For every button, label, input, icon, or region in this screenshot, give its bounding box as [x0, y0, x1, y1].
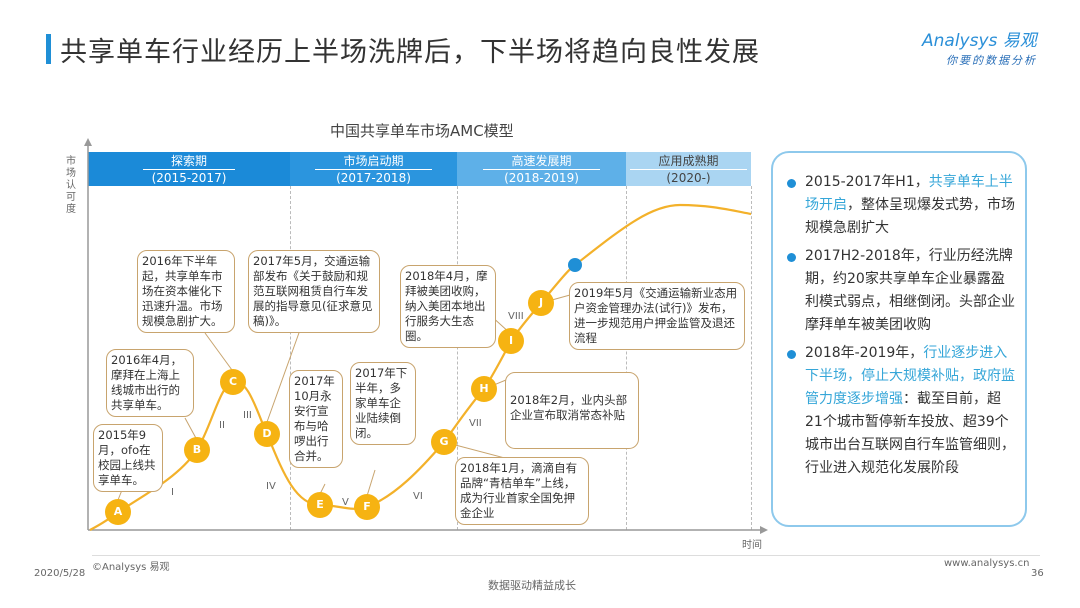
current-position-marker: [568, 258, 582, 272]
phase-divider: [290, 186, 291, 530]
stage-label: III: [243, 410, 252, 421]
stage-label: V: [342, 497, 349, 508]
summary-item: 2015-2017年H1，共享单车上半场开启，整体呈现爆发式势，市场规模急剧扩大: [785, 171, 1015, 240]
stage-label: II: [219, 420, 225, 431]
x-axis-label: 时间: [742, 540, 762, 551]
stage-label: VII: [469, 418, 482, 429]
event-callout-b: 2016年4月，摩拜在上海上线城市出行的共享单车。: [106, 349, 194, 417]
footer-divider: [92, 555, 1040, 556]
chart-title: 中国共享单车市场AMC模型: [330, 122, 514, 140]
node-c: C: [220, 369, 246, 395]
phase-growth: 高速发展期(2018-2019): [457, 152, 626, 186]
phase-divider: [751, 186, 752, 530]
stage-label: IV: [266, 481, 276, 492]
footer-slogan: 数据驱动精益成长: [488, 579, 576, 592]
analysys-logo: Analysys 易观: [922, 31, 1037, 51]
page-number: 36: [1031, 568, 1044, 579]
node-e: E: [307, 492, 333, 518]
x-axis-arrow: [760, 526, 768, 534]
event-callout-d: 2017年5月，交通运输部发布《关于鼓励和规范互联网租赁自行车发展的指导意见(征…: [248, 250, 380, 333]
bullet-icon: [787, 350, 796, 359]
footer-copyright: ©Analysys 易观: [92, 562, 170, 573]
phase-explore: 探索期(2015-2017): [88, 152, 290, 186]
stage-label: VI: [413, 491, 423, 502]
stage-label: I: [171, 487, 174, 498]
phase-divider: [457, 186, 458, 530]
phase-divider: [626, 186, 627, 530]
node-d: D: [254, 421, 280, 447]
event-callout-a: 2015年9月，ofo在校园上线共享单车。: [93, 424, 163, 492]
title-accent-bar: [46, 34, 51, 64]
node-i: I: [498, 328, 524, 354]
node-j: J: [528, 290, 554, 316]
footer-website[interactable]: www.analysys.cn: [944, 558, 1030, 569]
phase-launch: 市场启动期(2017-2018): [290, 152, 457, 186]
bullet-icon: [787, 253, 796, 262]
node-h: H: [471, 376, 497, 402]
bullet-icon: [787, 179, 796, 188]
event-callout-g: 2018年1月，滴滴自有品牌“青桔单车”上线，成为行业首家全国免押金企业: [455, 457, 589, 525]
summary-item: 2017H2-2018年，行业历经洗牌期，约20家共享单车企业暴露盈利模式弱点，…: [785, 245, 1015, 337]
phase-mature: 应用成熟期(2020-): [626, 152, 751, 186]
event-callout-i: 2018年4月，摩拜被美团收购，纳入美团本地出行服务大生态圈。: [400, 265, 496, 348]
node-a: A: [105, 499, 131, 525]
node-b: B: [184, 437, 210, 463]
event-callout-c: 2016年下半年起，共享单车市场在资本催化下迅速升温。市场规模急剧扩大。: [137, 250, 235, 333]
y-axis-label: 市场认可度: [66, 156, 76, 215]
node-g: G: [431, 429, 457, 455]
footer-date: 2020/5/28: [34, 568, 86, 579]
y-axis-arrow: [84, 138, 92, 146]
node-f: F: [354, 494, 380, 520]
event-callout-f: 2017年下半年，多家单车企业陆续倒闭。: [350, 362, 416, 445]
event-callout-e: 2017年10月永安行宣布与哈啰出行合并。: [289, 370, 343, 468]
stage-label: VIII: [508, 311, 524, 322]
summary-panel: 2015-2017年H1，共享单车上半场开启，整体呈现爆发式势，市场规模急剧扩大…: [771, 151, 1027, 527]
event-callout-j: 2019年5月《交通运输新业态用户资金管理办法(试行)》发布，进一步规范用户押金…: [569, 282, 745, 350]
event-callout-h: 2018年2月，业内头部企业宣布取消常态补贴: [505, 372, 639, 449]
logo-slogan: 你要的数据分析: [946, 54, 1037, 67]
summary-item: 2018年-2019年，行业逐步进入下半场，停止大规模补贴，政府监管力度逐步增强…: [785, 342, 1015, 480]
page-title: 共享单车行业经历上半场洗牌后，下半场将趋向良性发展: [60, 37, 760, 68]
